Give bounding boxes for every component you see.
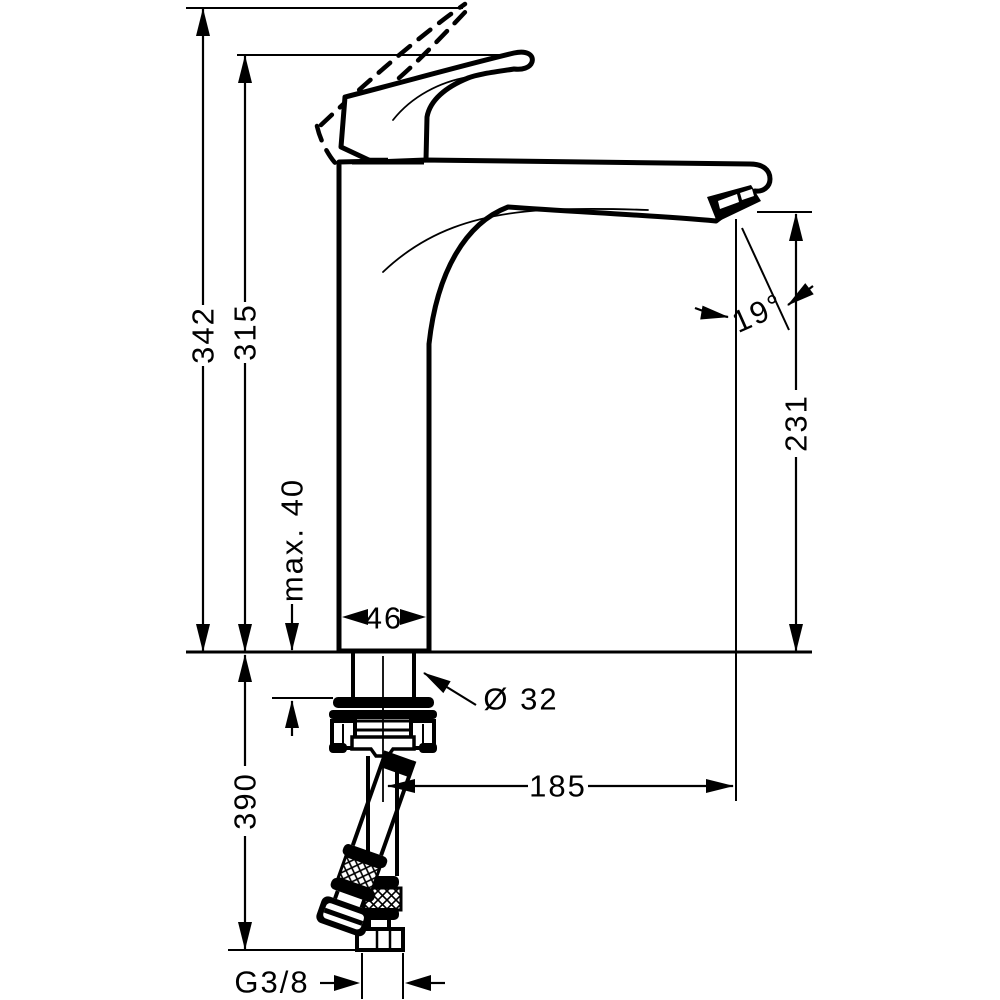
hose-elbow	[381, 751, 415, 778]
dim-label-body-width: 46	[365, 601, 403, 636]
dim-max-mounting-thickness: max. 40	[272, 478, 333, 736]
dim-label-spout-reach: 185	[529, 769, 587, 804]
dim-overall-height: 342	[186, 8, 221, 652]
dim-body-width: 46	[342, 601, 426, 636]
dim-spout-outlet-height: 231	[757, 211, 814, 652]
hose-crimp-collar	[342, 844, 388, 868]
dim-label-height-to-spout-top: 315	[228, 303, 263, 361]
dim-label-overall-height: 342	[186, 306, 221, 364]
dim-height-to-spout-top: 315	[228, 55, 263, 652]
nut-foot-left	[329, 743, 347, 753]
nut-foot-right	[419, 743, 437, 753]
handle-lever	[338, 49, 535, 165]
dim-hose-length: 390	[228, 654, 360, 951]
aerator	[707, 185, 761, 222]
faucet-body-and-spout	[336, 157, 773, 654]
dim-supply-connection: G3/8	[234, 953, 445, 1000]
dim-label-spout-outlet-height: 231	[779, 394, 814, 452]
handle-accent-line	[392, 76, 469, 121]
dim-label-mounting-hole-diameter: Ø 32	[483, 682, 558, 717]
faucet	[314, 1, 773, 654]
dim-mounting-hole-diameter: Ø 32	[423, 672, 558, 717]
supply-hose-diagonal	[316, 750, 417, 937]
dim-spout-reach: 185	[387, 769, 734, 804]
handle-raised-dashed-outline	[314, 1, 471, 167]
angle-line	[741, 227, 790, 331]
hose-crimp-collar-2	[330, 877, 376, 902]
hose-hex-nut	[355, 927, 405, 952]
dim-label-hose-length: 390	[228, 772, 263, 830]
mounting-hardware	[329, 653, 437, 802]
dim-label-supply-connection: G3/8	[234, 965, 309, 1000]
dim-label-max-mounting-thickness: max. 40	[275, 478, 310, 602]
dimension-annotations: 342 315 max. 40 390 231	[186, 7, 814, 1000]
spout-accent-line	[382, 207, 649, 273]
